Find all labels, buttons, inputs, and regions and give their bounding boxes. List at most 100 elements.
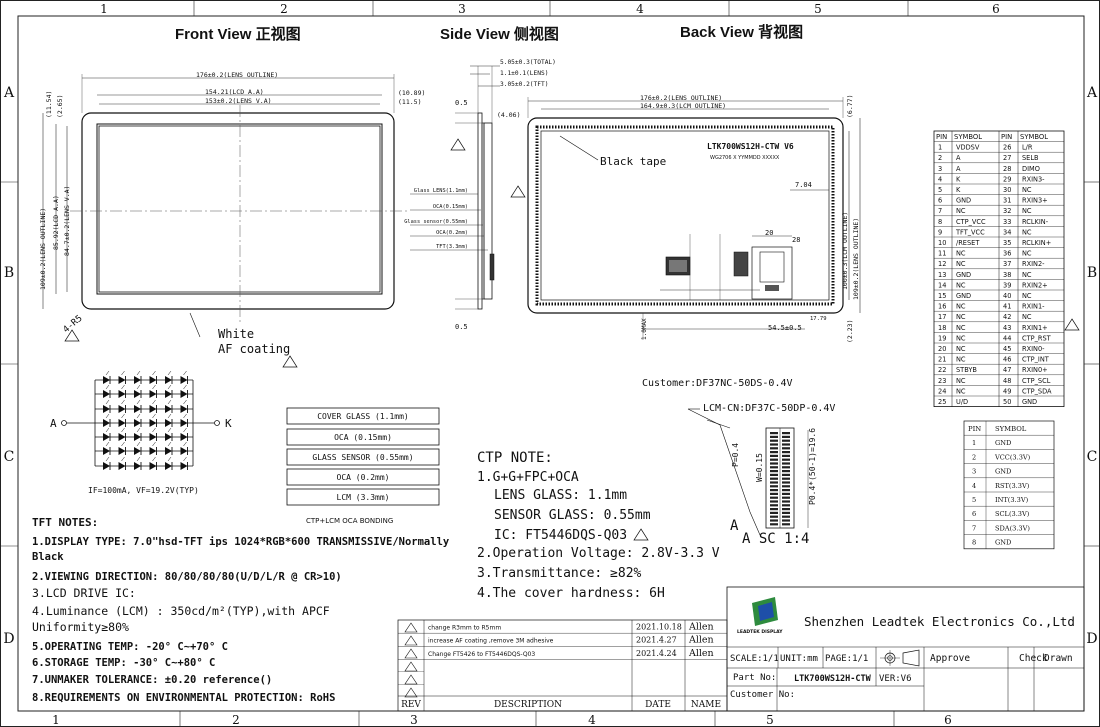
pin-table-cell: NC [956,207,966,215]
stack-layer-box [286,448,440,466]
pin-table-cell: /RESET [956,239,980,247]
led-diode-icon [165,419,172,427]
zone-col-bottom: 5 [766,713,774,727]
back-fpc-max: 1.0MAX [641,318,648,340]
version-label: VER:V6 [879,674,912,684]
title-block: LEADTEK DISPLAY Shenzhen Leadtek Electro… [726,586,1085,712]
zone-col-top: 1 [100,2,108,16]
zone-row-right: A [1086,85,1098,101]
tft-note-line: Black [32,551,64,563]
rev-footer-label: DESCRIPTION [494,700,562,710]
pin-table-cell: NC [1022,228,1032,236]
pin-table-cell: 26 [1003,144,1011,152]
zone-col-bottom: 3 [410,713,418,727]
rev-marker-icon [404,622,418,633]
pin-table-cell: NC [1022,250,1032,258]
ctp-table-cell: VCC(3.3V) [994,453,1031,461]
led-diode-icon [118,462,126,470]
rev-date: 2021.4.24 [636,649,677,658]
ctp-notes-title: CTP NOTE: [477,450,553,466]
approve-label: Approve [930,653,970,664]
led-diode-icon [118,376,126,384]
back-rev-triangle [510,185,526,198]
pin-table-cell: 29 [1003,175,1011,183]
side-dim-tft: 3.05±0.2(TFT) [500,81,548,88]
connector-width: W=0.15 [755,453,764,482]
back-lcm-outline [540,130,830,301]
pin-table-cell: 1 [938,144,942,152]
led-diode-icon [149,405,157,413]
company-name: Shenzhen Leadtek Electronics Co.,Ltd [804,614,1075,629]
pin-table-cell: 17 [938,313,946,321]
pin-table-cell: NC [956,324,966,332]
front-rev-triangle [64,329,80,342]
led-diode-icon [134,433,141,441]
led-diode-icon [180,390,188,398]
rev-marker-icon [404,648,418,659]
layer-stack: CTP+LCM OCA BONDING COVER GLASS (1.1mm)O… [286,407,440,525]
side-view-title: Side View 侧视图 [440,25,559,43]
tft-notes-title: TFT NOTES: [32,516,98,529]
front-dim-right-b: (11.5) [398,98,421,106]
side-layer-label: OCA(0.15mm) [433,204,468,210]
pin-table-cell: NC [956,281,966,289]
led-diode-icon [165,433,172,441]
ctp-note-line: 4.The cover hardness: 6H [477,586,665,601]
zone-col-bottom: 6 [944,713,952,727]
pin-table-cell: NC [956,356,966,364]
pin-table-cell: NC [1022,292,1032,300]
pin-table-cell: 9 [938,228,942,236]
led-diode-icon [103,390,110,398]
ctp-note-line: 3.Transmittance: ≥82% [477,566,642,581]
pin-table-cell: 18 [938,324,946,332]
back-dim-20: 20 [765,229,773,237]
pin-table-cell: RXIN1+ [1022,324,1048,332]
led-diode-icon [165,376,172,384]
cathode-label: K [225,417,232,430]
back-lens-outline [527,117,844,314]
led-diode-icon [118,447,126,455]
side-dim-total: 5.05±0.3(TOTAL) [500,59,556,66]
led-diode-icon [118,433,126,441]
pin-table-cell: 43 [1003,324,1011,332]
tft-notes: TFT NOTES: 1.DISPLAY TYPE: 7.0"hsd-TFT i… [32,516,450,704]
back-dim-lcm-width: 164.9±0.3(LCM OUTLINE) [640,102,726,110]
led-diode-icon [103,447,110,455]
zone-row-left: A [3,85,15,101]
anode-label: A [50,417,57,430]
scale-label: SCALE:1/1 [730,654,779,664]
pin-table-cell: K [956,175,961,183]
tft-note-line: 2.VIEWING DIRECTION: 80/80/80/80(U/D/L/R… [32,571,342,583]
pin-table-cell: 33 [1003,218,1011,226]
rev-marker-icon [404,635,418,646]
pin-table-cell: 30 [1003,186,1011,194]
pin-table-cell: NC [956,334,966,342]
back-connector-block [733,251,749,277]
pin-table-cell: 11 [938,250,946,258]
led-note: IF=100mA, VF=19.2V(TYP) [88,486,199,495]
drawn-label: Drawn [1044,653,1073,664]
pin-table-cell: A [956,154,961,162]
tft-note-line: 3.LCD DRIVE IC: [32,586,136,600]
connector-detail-letter: A [730,518,739,534]
rev-description: change R3mm to R5mm [428,625,501,632]
ctp-table-cell: 4 [972,482,976,490]
pin-table-cell: RXIN2+ [1022,281,1048,289]
pin-table-cell: 21 [938,356,946,364]
side-tft-layer [483,122,493,300]
led-diode-icon [165,462,172,470]
led-diode-icon [149,419,157,427]
rev-marker-icon [404,687,418,698]
pin-table-cell: RXIN0- [1022,345,1045,353]
pin-table-cell: 7 [938,207,942,215]
ctp-table-cell: 6 [972,510,976,518]
side-gap-top: 0.5 [455,99,468,107]
side-layer-label: Glass LENS(1.1mm) [414,188,468,194]
pin-table-cell: 32 [1003,207,1011,215]
pin-table-cell: 12 [938,260,946,268]
side-view: 5.05±0.3(TOTAL) 1.1±0.1(LENS) 3.05±0.2(T… [404,59,556,331]
stack-layer-box [286,488,440,506]
back-dim-704: 7.04 [795,181,812,189]
side-fpc [489,253,495,281]
